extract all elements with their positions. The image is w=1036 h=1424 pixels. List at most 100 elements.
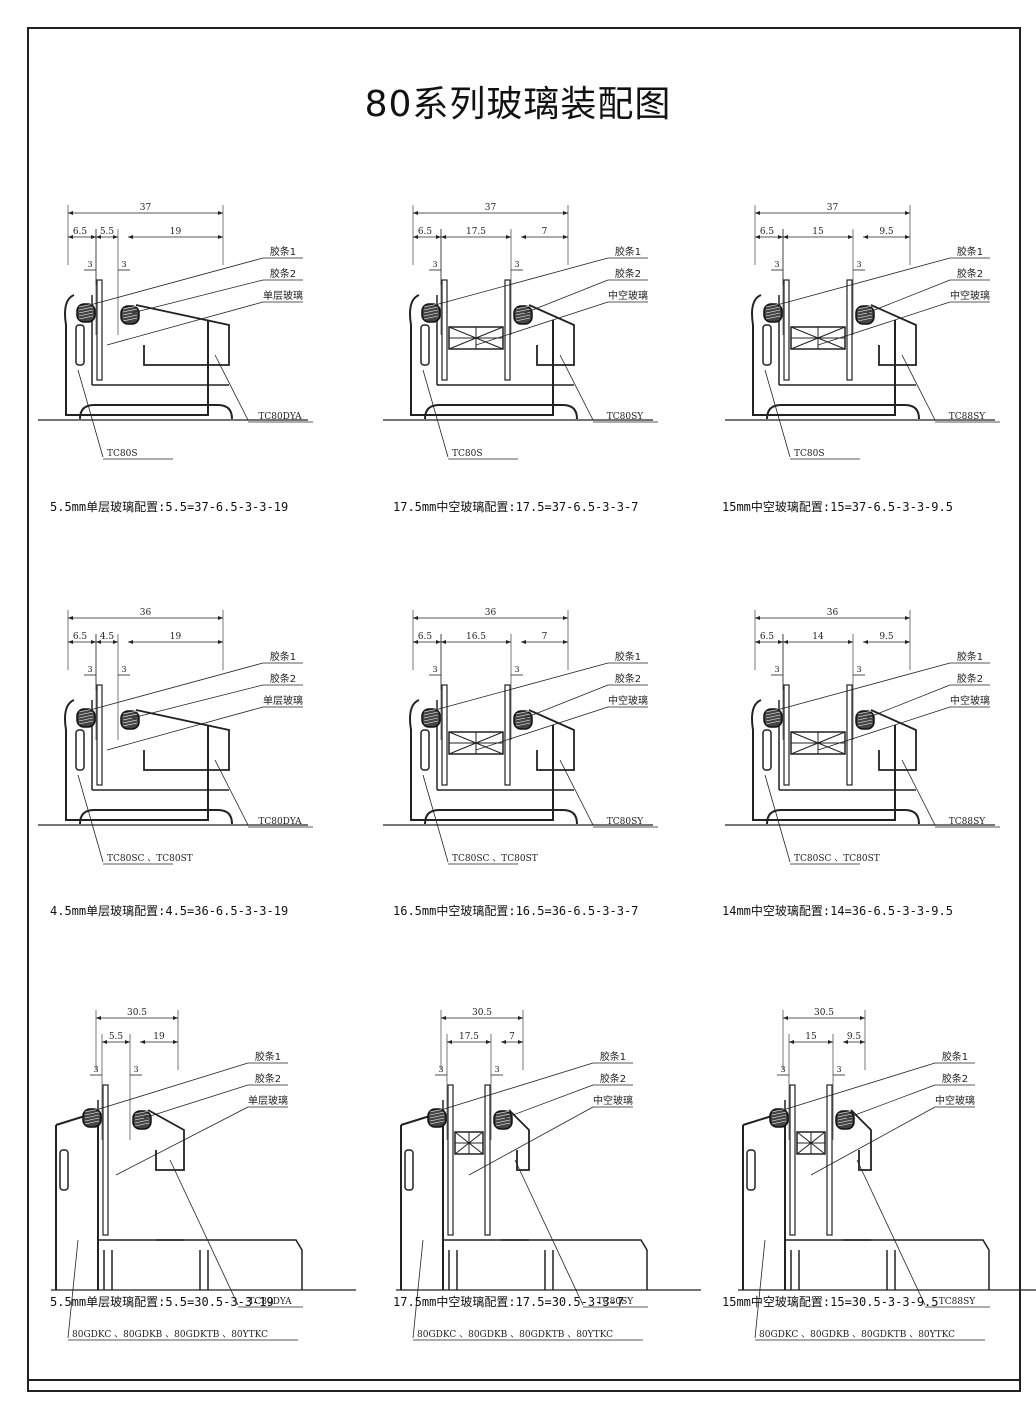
diagram-caption: 14mm中空玻璃配置:14=36-6.5-3-3-9.5 — [722, 904, 953, 918]
frame-part-number: TC80SC 、TC80ST — [107, 854, 193, 864]
bead-part-number: TC88SY — [939, 1297, 977, 1307]
label-gasket-2: 胶条2 — [957, 267, 983, 280]
bead-part-number: TC80DYA — [258, 412, 302, 422]
frame-part-number: TC80SC 、TC80ST — [452, 854, 538, 864]
label-gasket-2: 胶条2 — [957, 672, 983, 685]
label-glass: 中空玻璃 — [608, 694, 648, 707]
dimension-bead: 7 — [542, 227, 548, 237]
frame-part-number: 80GDKC 、80GDKB 、80GDKTB 、80YTKC — [72, 1330, 268, 1340]
dimension-glass: 5.5 — [100, 227, 115, 237]
frame-part-number: 80GDKC 、80GDKB 、80GDKTB 、80YTKC — [417, 1330, 613, 1340]
gasket-2 — [855, 305, 875, 325]
label-glass: 中空玻璃 — [950, 289, 990, 302]
sill-profile — [843, 1239, 990, 1290]
label-gasket-1: 胶条1 — [942, 1050, 968, 1063]
label-gasket-1: 胶条1 — [615, 650, 641, 663]
dimension-total: 30.5 — [127, 1008, 147, 1018]
dimension-gap-left: 3 — [438, 1065, 443, 1074]
dimension-gap-right: 3 — [514, 665, 519, 674]
bead-part-number: TC80DYA — [248, 1297, 292, 1307]
diagram-caption: 16.5mm中空玻璃配置:16.5=36-6.5-3-3-7 — [393, 904, 639, 918]
gasket-2 — [855, 710, 875, 730]
frame-profile — [55, 1100, 184, 1290]
dimension-total: 30.5 — [472, 1008, 492, 1018]
gasket-1 — [76, 303, 96, 323]
frame-profile — [64, 699, 229, 821]
dimension-gap-left: 3 — [774, 665, 779, 674]
dimension-gap-left: 3 — [432, 260, 437, 269]
bead-part-number: TC80SY — [607, 817, 645, 827]
dimension-offset: 6.5 — [73, 632, 88, 642]
gasket-1 — [421, 303, 441, 323]
dimension-offset: 6.5 — [73, 227, 88, 237]
frame-profile — [400, 1100, 529, 1290]
dimension-bead: 19 — [153, 1032, 165, 1042]
dimension-glass: 17.5 — [459, 1032, 479, 1042]
glazing-bead-profile — [870, 709, 917, 771]
label-gasket-1: 胶条1 — [600, 1050, 626, 1063]
dimension-offset: 6.5 — [760, 632, 775, 642]
label-gasket-2: 胶条2 — [270, 672, 296, 685]
dimension-glass: 5.5 — [109, 1032, 124, 1042]
gasket-2 — [120, 305, 140, 325]
label-glass: 中空玻璃 — [935, 1094, 975, 1107]
diagram-caption: 17.5mm中空玻璃配置:17.5=37-6.5-3-3-7 — [393, 500, 639, 514]
dimension-total: 36 — [140, 608, 152, 618]
label-gasket-2: 胶条2 — [255, 1072, 281, 1085]
dimension-gap-right: 3 — [856, 260, 861, 269]
dimension-total: 36 — [827, 608, 839, 618]
label-glass: 中空玻璃 — [950, 694, 990, 707]
dimension-gap-right: 3 — [121, 665, 126, 674]
label-gasket-2: 胶条2 — [600, 1072, 626, 1085]
dimension-offset: 6.5 — [760, 227, 775, 237]
label-gasket-1: 胶条1 — [957, 650, 983, 663]
dimension-bead: 9.5 — [879, 227, 894, 237]
sill-profile — [501, 1239, 648, 1290]
bead-part-number: TC80DYA — [258, 817, 302, 827]
dimension-total: 37 — [827, 203, 839, 213]
frame-part-number: TC80SC 、TC80ST — [794, 854, 880, 864]
frame-part-number: TC80S — [107, 449, 138, 459]
label-gasket-2: 胶条2 — [270, 267, 296, 280]
dimension-bead: 7 — [509, 1032, 515, 1042]
dimension-total: 30.5 — [814, 1008, 834, 1018]
frame-profile — [742, 1100, 871, 1290]
sill-profile — [766, 809, 920, 825]
spacer-bar — [796, 1131, 826, 1155]
gasket-1 — [76, 708, 96, 728]
dimension-total: 36 — [485, 608, 497, 618]
insulated-glass-unit — [783, 279, 853, 381]
label-gasket-2: 胶条2 — [615, 267, 641, 280]
dimension-bead: 19 — [170, 632, 182, 642]
gasket-1 — [763, 708, 783, 728]
label-glass: 单层玻璃 — [248, 1094, 288, 1107]
sill-profile — [79, 809, 233, 825]
glazing-bead-profile — [135, 304, 230, 366]
sill-profile — [424, 809, 578, 825]
frame-profile — [409, 699, 574, 821]
dimension-bead: 9.5 — [879, 632, 894, 642]
dimension-gap-left: 3 — [87, 665, 92, 674]
sill-profile — [766, 404, 920, 420]
gasket-2 — [513, 305, 533, 325]
dimension-gap-right: 3 — [836, 1065, 841, 1074]
dimension-glass: 4.5 — [100, 632, 115, 642]
page-title: 80系列玻璃装配图 — [364, 84, 672, 125]
dimension-glass: 15 — [812, 227, 824, 237]
spacer-bar — [454, 1131, 484, 1155]
label-gasket-1: 胶条1 — [255, 1050, 281, 1063]
insulated-glass-unit — [783, 684, 853, 786]
bead-part-number: TC80SY — [607, 412, 645, 422]
insulated-glass-unit — [441, 684, 511, 786]
glazing-bead-profile — [135, 709, 230, 771]
sill-profile — [424, 404, 578, 420]
single-glass-pane — [102, 1084, 109, 1236]
dimension-glass: 17.5 — [466, 227, 486, 237]
dimension-glass: 16.5 — [466, 632, 486, 642]
